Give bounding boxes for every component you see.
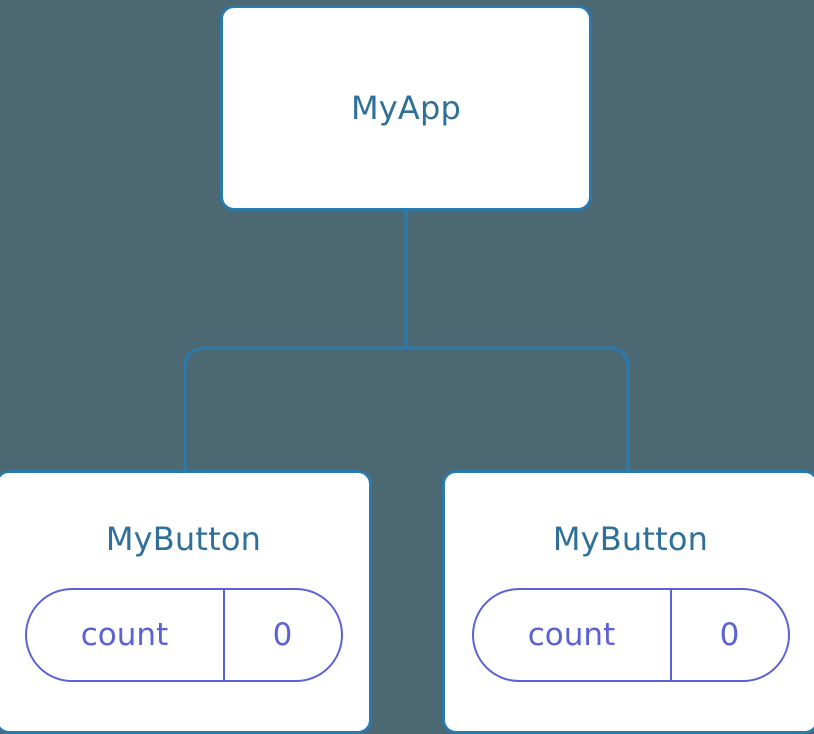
state-pill-divider — [222, 590, 225, 680]
state-value: 0 — [272, 616, 293, 653]
tree-node-child[interactable]: MyButton count 0 — [0, 470, 372, 734]
tree-node-root[interactable]: MyApp — [220, 5, 592, 211]
node-title: MyButton — [552, 520, 709, 558]
node-title: MyApp — [350, 89, 462, 127]
edge-to-child-0 — [183, 346, 406, 472]
state-value: 0 — [719, 616, 740, 653]
tree-node-child[interactable]: MyButton count 0 — [442, 470, 814, 734]
state-key: count — [80, 616, 169, 653]
state-pill[interactable]: count 0 — [471, 588, 790, 682]
edge-to-child-1 — [406, 346, 630, 472]
state-pill[interactable]: count 0 — [24, 588, 343, 682]
state-key: count — [527, 616, 616, 653]
state-pill-divider — [669, 590, 672, 680]
node-title: MyButton — [105, 520, 262, 558]
